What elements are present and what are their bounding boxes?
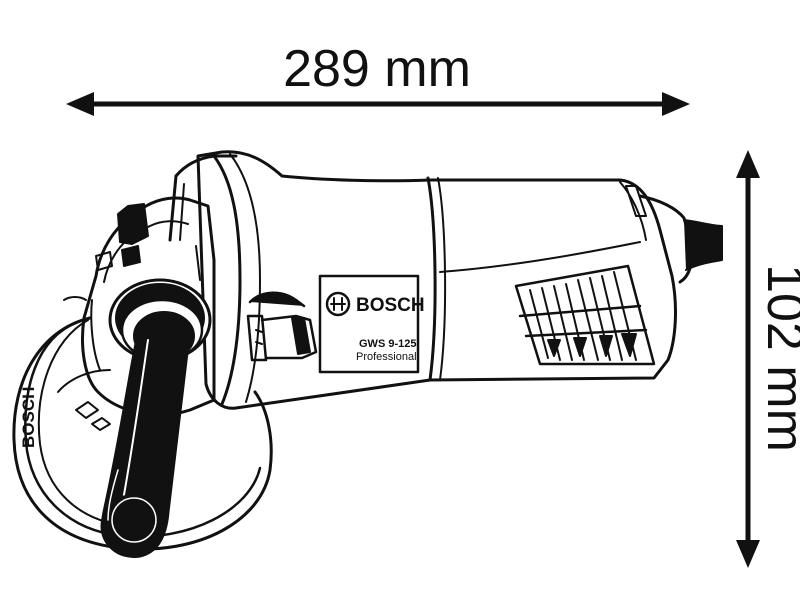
length-label: 289 mm <box>283 40 471 98</box>
height-dimension: 102 mm <box>736 150 800 568</box>
model-label: GWS 9-125 <box>359 338 416 350</box>
length-dimension: 289 mm <box>66 40 690 116</box>
motor-housing <box>196 150 694 410</box>
product-line-label: Professional <box>356 351 417 363</box>
grinder-illustration: BOSCH <box>12 150 723 558</box>
switch-slider <box>246 291 318 362</box>
height-arrow-bottom-icon <box>736 540 760 568</box>
auxiliary-handle <box>100 278 212 558</box>
bosch-logo-icon <box>325 291 351 317</box>
length-arrow-right-icon <box>662 92 690 116</box>
label-plate: BOSCH GWS 9-125 Professional <box>318 274 425 374</box>
vent-slots <box>514 264 656 366</box>
power-cord <box>683 219 723 271</box>
height-label: 102 mm <box>756 264 800 452</box>
length-arrow-left-icon <box>66 92 94 116</box>
guard-brand-label: BOSCH <box>19 387 38 448</box>
brand-label: BOSCH <box>356 295 425 316</box>
height-arrow-top-icon <box>736 150 760 178</box>
